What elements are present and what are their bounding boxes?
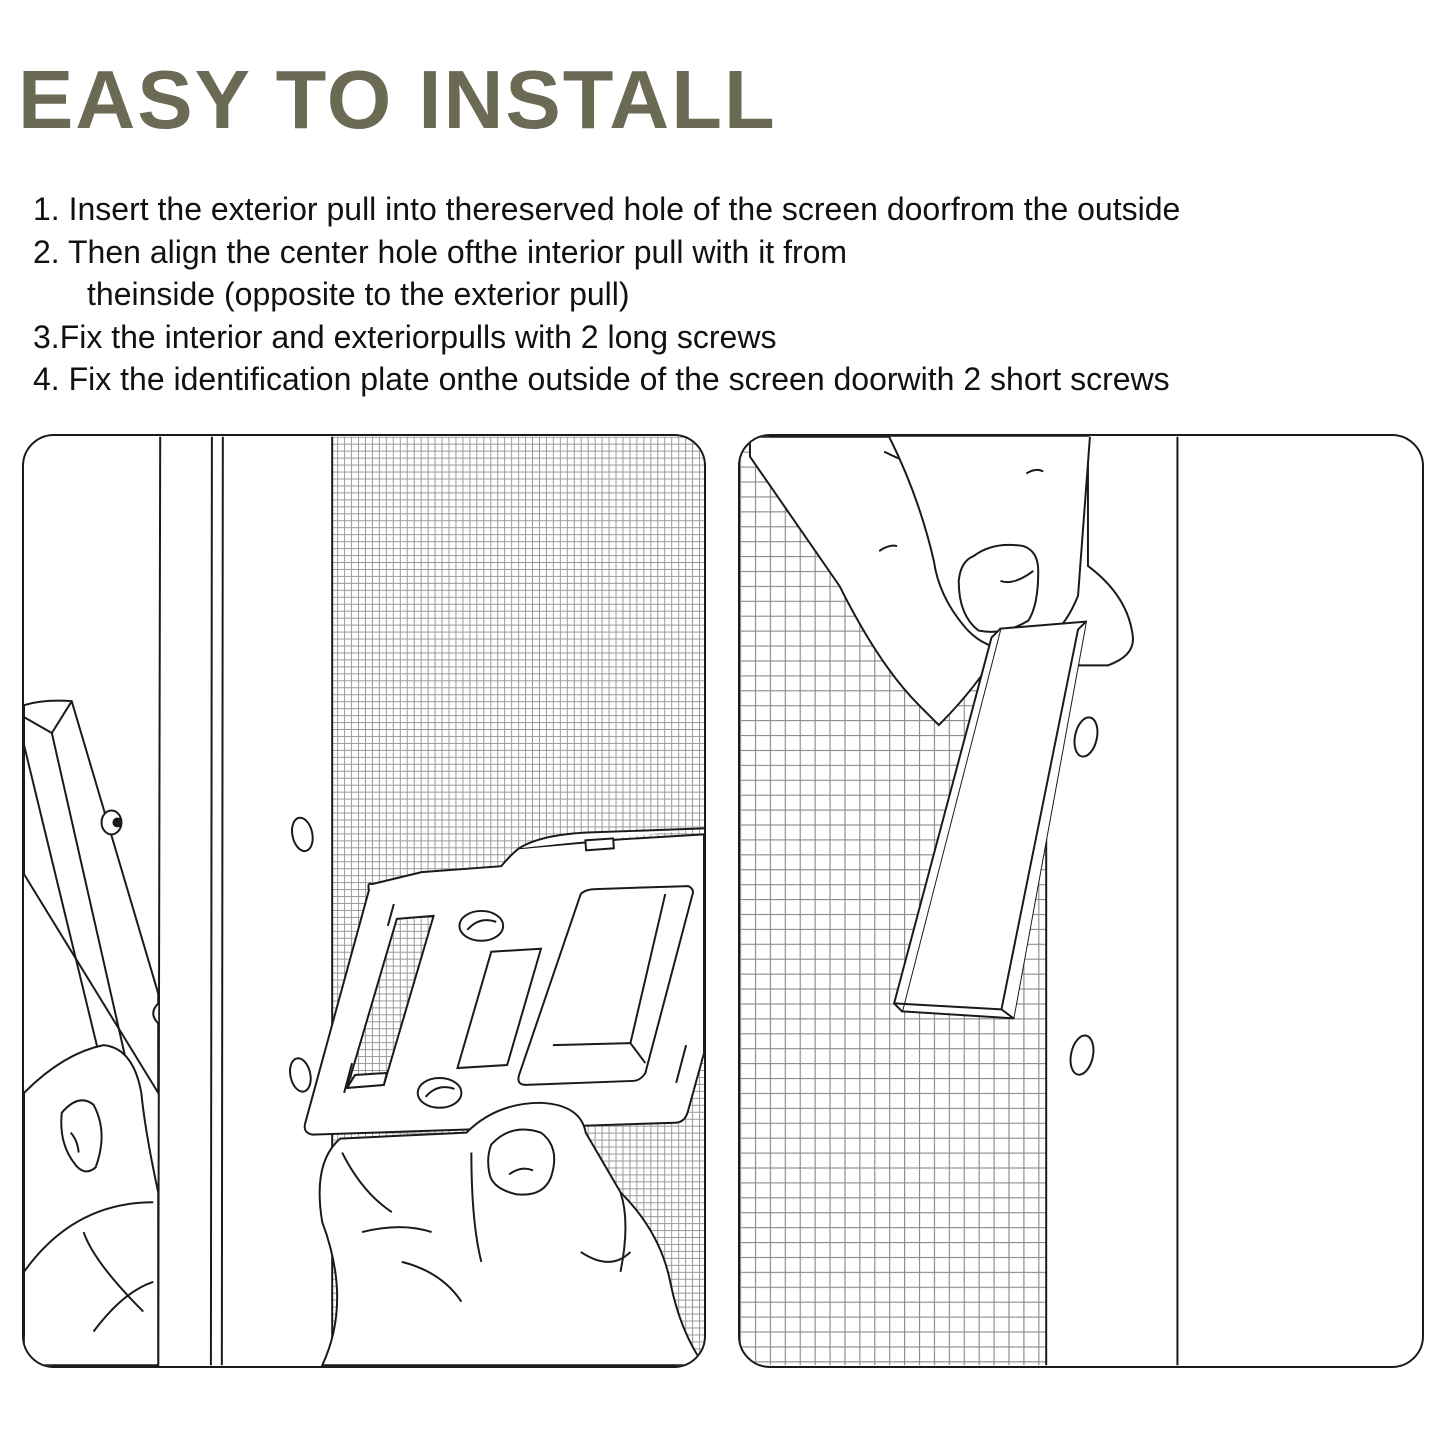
page-title: EASY TO INSTALL [18, 53, 777, 146]
step-number: 1. [33, 191, 60, 227]
pull-install-illustration [24, 436, 704, 1366]
right-hand [318, 1101, 704, 1366]
step-text: Then align the center hole ofthe interio… [59, 233, 848, 270]
step-text: Fix the identification plate onthe outsi… [59, 361, 1170, 397]
step-4: 4. Fix the identification plate onthe ou… [33, 358, 1180, 401]
plate-install-illustration [740, 436, 1179, 1366]
step-text: Fix the interior and exteriorpulls with … [59, 318, 777, 355]
screw-hole [1069, 716, 1099, 1076]
identification-plate [892, 620, 1088, 1020]
step-text-continuation: theinside (opposite to the exterior pull… [87, 276, 630, 312]
step-3: 3.Fix the interior and exteriorpulls wit… [33, 316, 1180, 359]
illustration-panel-left [22, 434, 706, 1368]
screw-hole [289, 816, 314, 1093]
step-text: Insert the exterior pull into thereserve… [59, 191, 1181, 227]
step-number: 4. [33, 361, 60, 397]
step-1: 1. Insert the exterior pull into therese… [33, 188, 1180, 231]
door-frame [157, 436, 224, 1366]
exterior-pull [24, 699, 160, 1097]
step-number: 3. [33, 318, 60, 355]
step-number: 2. [33, 233, 60, 270]
step-2: 2. Then align the center hole ofthe inte… [33, 231, 1180, 316]
install-steps-list: 1. Insert the exterior pull into therese… [33, 188, 1180, 401]
interior-pull-plate [303, 827, 704, 1136]
illustration-panel-right [738, 434, 1424, 1368]
left-hand [24, 1044, 160, 1366]
